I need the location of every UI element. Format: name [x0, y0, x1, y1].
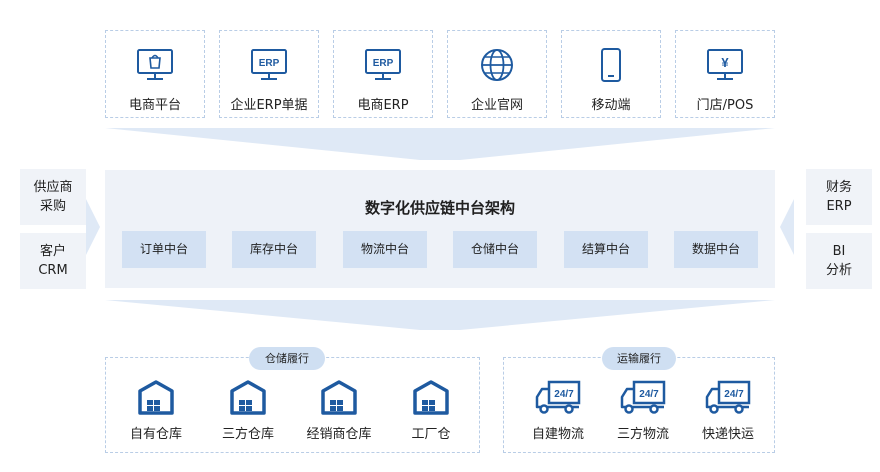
- module-inventory: 库存中台: [232, 231, 316, 268]
- warehouse-group-title: 仓储履行: [249, 347, 325, 370]
- truck-24-7-icon: 24/7: [620, 380, 666, 414]
- truck-24-7-icon: 24/7: [705, 380, 751, 414]
- side-tile-bi-analytics: BI 分析: [806, 233, 872, 289]
- side-tile-finance-erp: 财务 ERP: [806, 169, 872, 225]
- flow-band-bottom: [105, 300, 775, 330]
- transport-item-label: 三方物流: [616, 427, 669, 442]
- channel-label: 企业ERP单据: [230, 98, 308, 113]
- transport-group-title: 运输履行: [602, 347, 676, 370]
- transport-item-label: 自建物流: [531, 427, 584, 442]
- channel-card-official-website: 企业官网: [447, 30, 547, 118]
- warehouse-item-label: 经销商仓库: [306, 427, 372, 442]
- module-warehousing: 仓储中台: [453, 231, 537, 268]
- svg-text:24/7: 24/7: [724, 389, 744, 400]
- channel-card-ecommerce-erp: ERP 电商ERP: [333, 30, 433, 118]
- monitor-yen-icon: ¥: [707, 49, 743, 80]
- warehouse-item-label: 工厂仓: [411, 427, 451, 442]
- core-architecture-panel: 数字化供应链中台架构 订单中台 库存中台 物流中台 仓储中台 结算中台 数据中台: [105, 170, 775, 288]
- module-order: 订单中台: [122, 231, 206, 268]
- warehouse-icon: [413, 380, 449, 415]
- warehouse-item: 经销商仓库: [294, 379, 384, 442]
- svg-text:¥: ¥: [721, 55, 729, 70]
- warehouse-item: 工厂仓: [386, 379, 476, 442]
- channel-label: 企业官网: [470, 98, 523, 113]
- core-title: 数字化供应链中台架构: [364, 199, 515, 217]
- svg-text:24/7: 24/7: [554, 389, 574, 400]
- transport-item: 24/7 快递快运: [683, 379, 773, 442]
- monitor-shopping-bag-icon: [137, 49, 173, 80]
- channel-label: 电商ERP: [357, 98, 409, 113]
- warehouse-icon: [321, 380, 357, 415]
- warehouse-icon: [138, 380, 174, 415]
- channel-card-ecommerce-platform: 电商平台: [105, 30, 205, 118]
- monitor-erp-icon: ERP: [365, 49, 401, 80]
- transport-item: 24/7 自建物流: [513, 379, 603, 442]
- channel-label: 移动端: [591, 98, 631, 113]
- arrow-right-icon: [86, 199, 100, 255]
- side-tile-customer-crm: 客户 CRM: [20, 233, 86, 289]
- warehouse-item-label: 自有仓库: [129, 427, 182, 442]
- module-logistics: 物流中台: [343, 231, 427, 268]
- warehouse-icon: [230, 380, 266, 415]
- svg-text:ERP: ERP: [373, 58, 394, 69]
- globe-icon: [481, 49, 513, 81]
- truck-24-7-icon: 24/7: [535, 380, 581, 414]
- monitor-erp-icon: ERP: [251, 49, 287, 80]
- warehouse-item-label: 三方仓库: [221, 427, 274, 442]
- warehouse-item: 三方仓库: [203, 379, 293, 442]
- channel-label: 门店/POS: [696, 98, 754, 113]
- mobile-phone-icon: [601, 48, 621, 82]
- channel-card-store-pos: ¥ 门店/POS: [675, 30, 775, 118]
- warehouse-item: 自有仓库: [111, 379, 201, 442]
- arrow-left-icon: [780, 199, 794, 255]
- channel-label: 电商平台: [128, 98, 181, 113]
- svg-text:ERP: ERP: [259, 58, 280, 69]
- side-tile-supplier-procurement: 供应商 采购: [20, 169, 86, 225]
- flow-band-top: [105, 128, 775, 160]
- transport-item: 24/7 三方物流: [598, 379, 688, 442]
- module-data: 数据中台: [674, 231, 758, 268]
- channel-card-mobile: 移动端: [561, 30, 661, 118]
- transport-item-label: 快递快运: [701, 427, 754, 442]
- channel-card-enterprise-erp: ERP 企业ERP单据: [219, 30, 319, 118]
- svg-text:24/7: 24/7: [639, 389, 659, 400]
- module-settlement: 结算中台: [564, 231, 648, 268]
